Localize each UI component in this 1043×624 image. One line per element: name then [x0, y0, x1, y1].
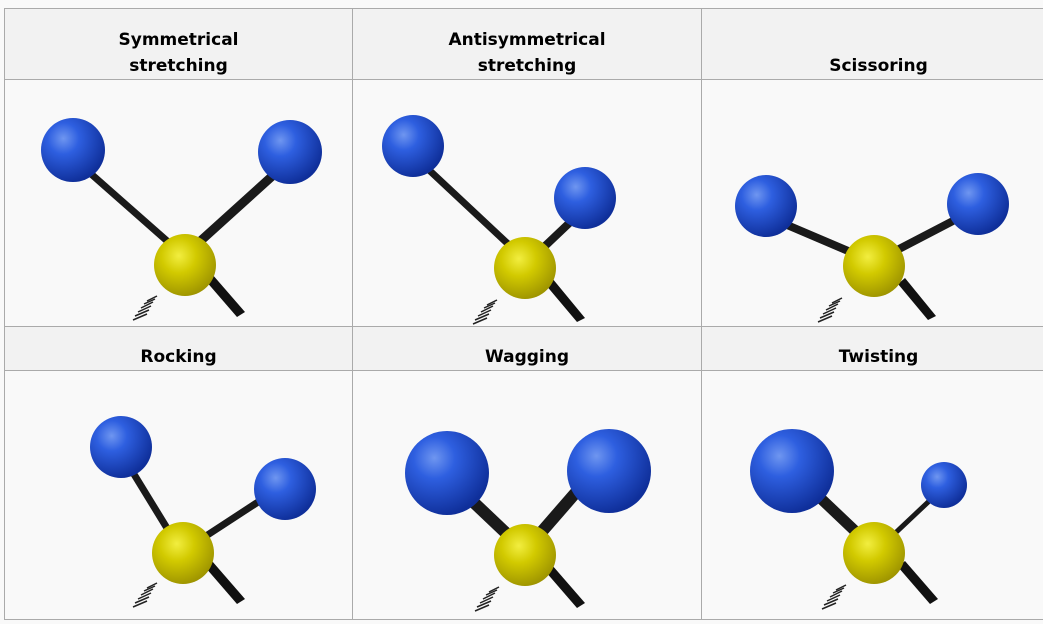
header-antisymmetrical-stretching-line1: Antisymmetrical	[448, 30, 606, 50]
central-atom	[843, 522, 905, 584]
outer-atom-right	[258, 120, 322, 184]
central-atom	[494, 524, 556, 586]
solid-wedge-icon	[898, 561, 938, 604]
rocking-diagram	[90, 416, 316, 608]
header-symmetrical-stretching-line1: Symmetrical	[118, 30, 239, 50]
twisting-diagram	[750, 429, 967, 610]
outer-atom-left	[382, 115, 444, 177]
image-row-2	[4, 370, 1043, 620]
scissoring-diagram	[735, 173, 1009, 323]
outer-atom-right	[947, 173, 1009, 235]
header-wagging: Wagging	[352, 326, 702, 371]
antisymmetrical-stretching-image	[352, 79, 702, 327]
solid-wedge-icon	[898, 278, 936, 320]
outer-atom-left	[750, 429, 834, 513]
twisting-image	[701, 370, 1043, 620]
header-rocking: Rocking	[4, 326, 353, 371]
dashed-wedge-icon	[132, 295, 158, 321]
central-atom	[494, 237, 556, 299]
outer-atom-left	[735, 175, 797, 237]
scissoring-image	[701, 79, 1043, 327]
vibrational-modes-table: Symmetrical stretching Antisymmetrical s…	[4, 8, 1043, 620]
wagging-image	[352, 370, 702, 620]
central-atom	[154, 234, 216, 296]
header-twisting-label: Twisting	[838, 347, 919, 367]
solid-wedge-icon	[545, 278, 585, 322]
header-scissoring: Scissoring	[701, 8, 1043, 80]
outer-atom-left	[41, 118, 105, 182]
outer-atom-right	[554, 167, 616, 229]
solid-wedge-icon	[545, 565, 585, 608]
dashed-wedge-icon	[821, 584, 847, 610]
symmetrical-stretching-image	[4, 79, 353, 327]
dashed-wedge-icon	[472, 299, 498, 325]
header-antisymmetrical-stretching: Antisymmetrical stretching	[352, 8, 702, 80]
solid-wedge-icon	[205, 561, 245, 604]
solid-wedge-icon	[205, 274, 245, 317]
header-row-1: Symmetrical stretching Antisymmetrical s…	[4, 8, 1043, 80]
header-wagging-label: Wagging	[484, 347, 570, 367]
rocking-image	[4, 370, 353, 620]
outer-atom-left	[90, 416, 152, 478]
antisymmetrical-stretching-diagram	[382, 115, 616, 325]
central-atom	[152, 522, 214, 584]
outer-atom-left	[405, 431, 489, 515]
dashed-wedge-icon	[817, 297, 843, 323]
wagging-diagram	[405, 429, 651, 612]
outer-atom-right	[254, 458, 316, 520]
header-row-2: Rocking Wagging Twisting	[4, 326, 1043, 371]
central-atom	[843, 235, 905, 297]
image-row-1	[4, 79, 1043, 327]
dashed-wedge-icon	[132, 582, 158, 608]
header-symmetrical-stretching: Symmetrical stretching	[4, 8, 353, 80]
header-twisting: Twisting	[701, 326, 1043, 371]
outer-atom-right	[921, 462, 967, 508]
outer-atom-right	[567, 429, 651, 513]
dashed-wedge-icon	[474, 586, 500, 612]
header-symmetrical-stretching-line2: stretching	[129, 56, 228, 76]
header-scissoring-line2: Scissoring	[829, 56, 928, 76]
header-antisymmetrical-stretching-line2: stretching	[477, 56, 577, 76]
bond	[410, 152, 526, 261]
header-rocking-label: Rocking	[140, 347, 217, 367]
symmetrical-stretching-diagram	[41, 118, 322, 321]
